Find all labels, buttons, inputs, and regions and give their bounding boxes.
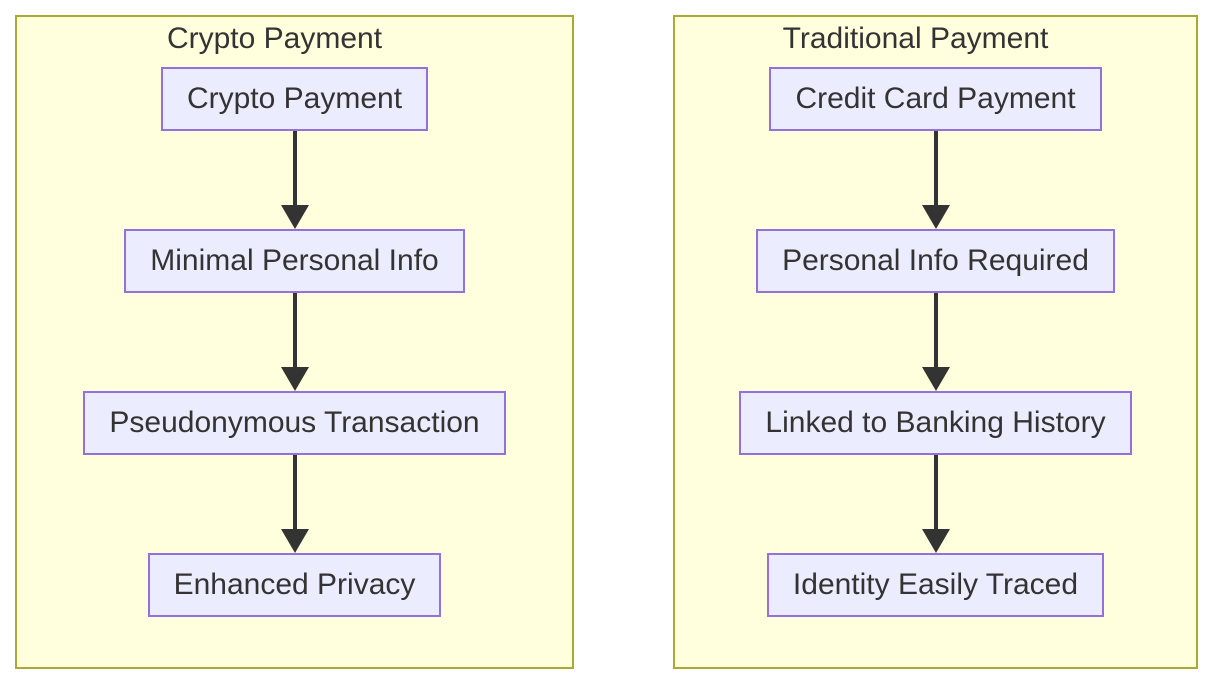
node-credit-card-payment: Credit Card Payment <box>769 67 1102 131</box>
subgraph-crypto-payment: Crypto Payment Crypto Payment Minimal Pe… <box>15 15 574 669</box>
arrow-head-icon <box>921 529 950 553</box>
flow-arrow <box>280 131 309 229</box>
node-pseudonymous-transaction: Pseudonymous Transaction <box>83 391 506 455</box>
subgraph-title: Crypto Payment <box>166 22 383 55</box>
arrow-shaft <box>292 131 297 205</box>
node-linked-to-banking-history: Linked to Banking History <box>739 391 1132 455</box>
arrow-head-icon <box>921 367 950 391</box>
arrow-shaft <box>933 455 938 529</box>
arrow-head-icon <box>280 205 309 229</box>
subgraph-title: Traditional Payment <box>782 22 1049 55</box>
node-minimal-personal-info: Minimal Personal Info <box>124 229 465 293</box>
flow-arrow <box>921 455 950 553</box>
arrow-head-icon <box>280 367 309 391</box>
arrow-shaft <box>933 131 938 205</box>
node-crypto-payment: Crypto Payment <box>160 67 429 131</box>
arrow-shaft <box>292 293 297 367</box>
flow-arrow <box>280 293 309 391</box>
flow-arrow <box>921 131 950 229</box>
subgraph-traditional-payment: Traditional Payment Credit Card Payment … <box>673 15 1198 669</box>
arrow-head-icon <box>921 205 950 229</box>
arrow-shaft <box>292 455 297 529</box>
arrow-shaft <box>933 293 938 367</box>
node-identity-easily-traced: Identity Easily Traced <box>766 553 1105 617</box>
flow-arrow <box>921 293 950 391</box>
node-enhanced-privacy: Enhanced Privacy <box>147 553 442 617</box>
node-personal-info-required: Personal Info Required <box>756 229 1115 293</box>
flow-arrow <box>280 455 309 553</box>
arrow-head-icon <box>280 529 309 553</box>
